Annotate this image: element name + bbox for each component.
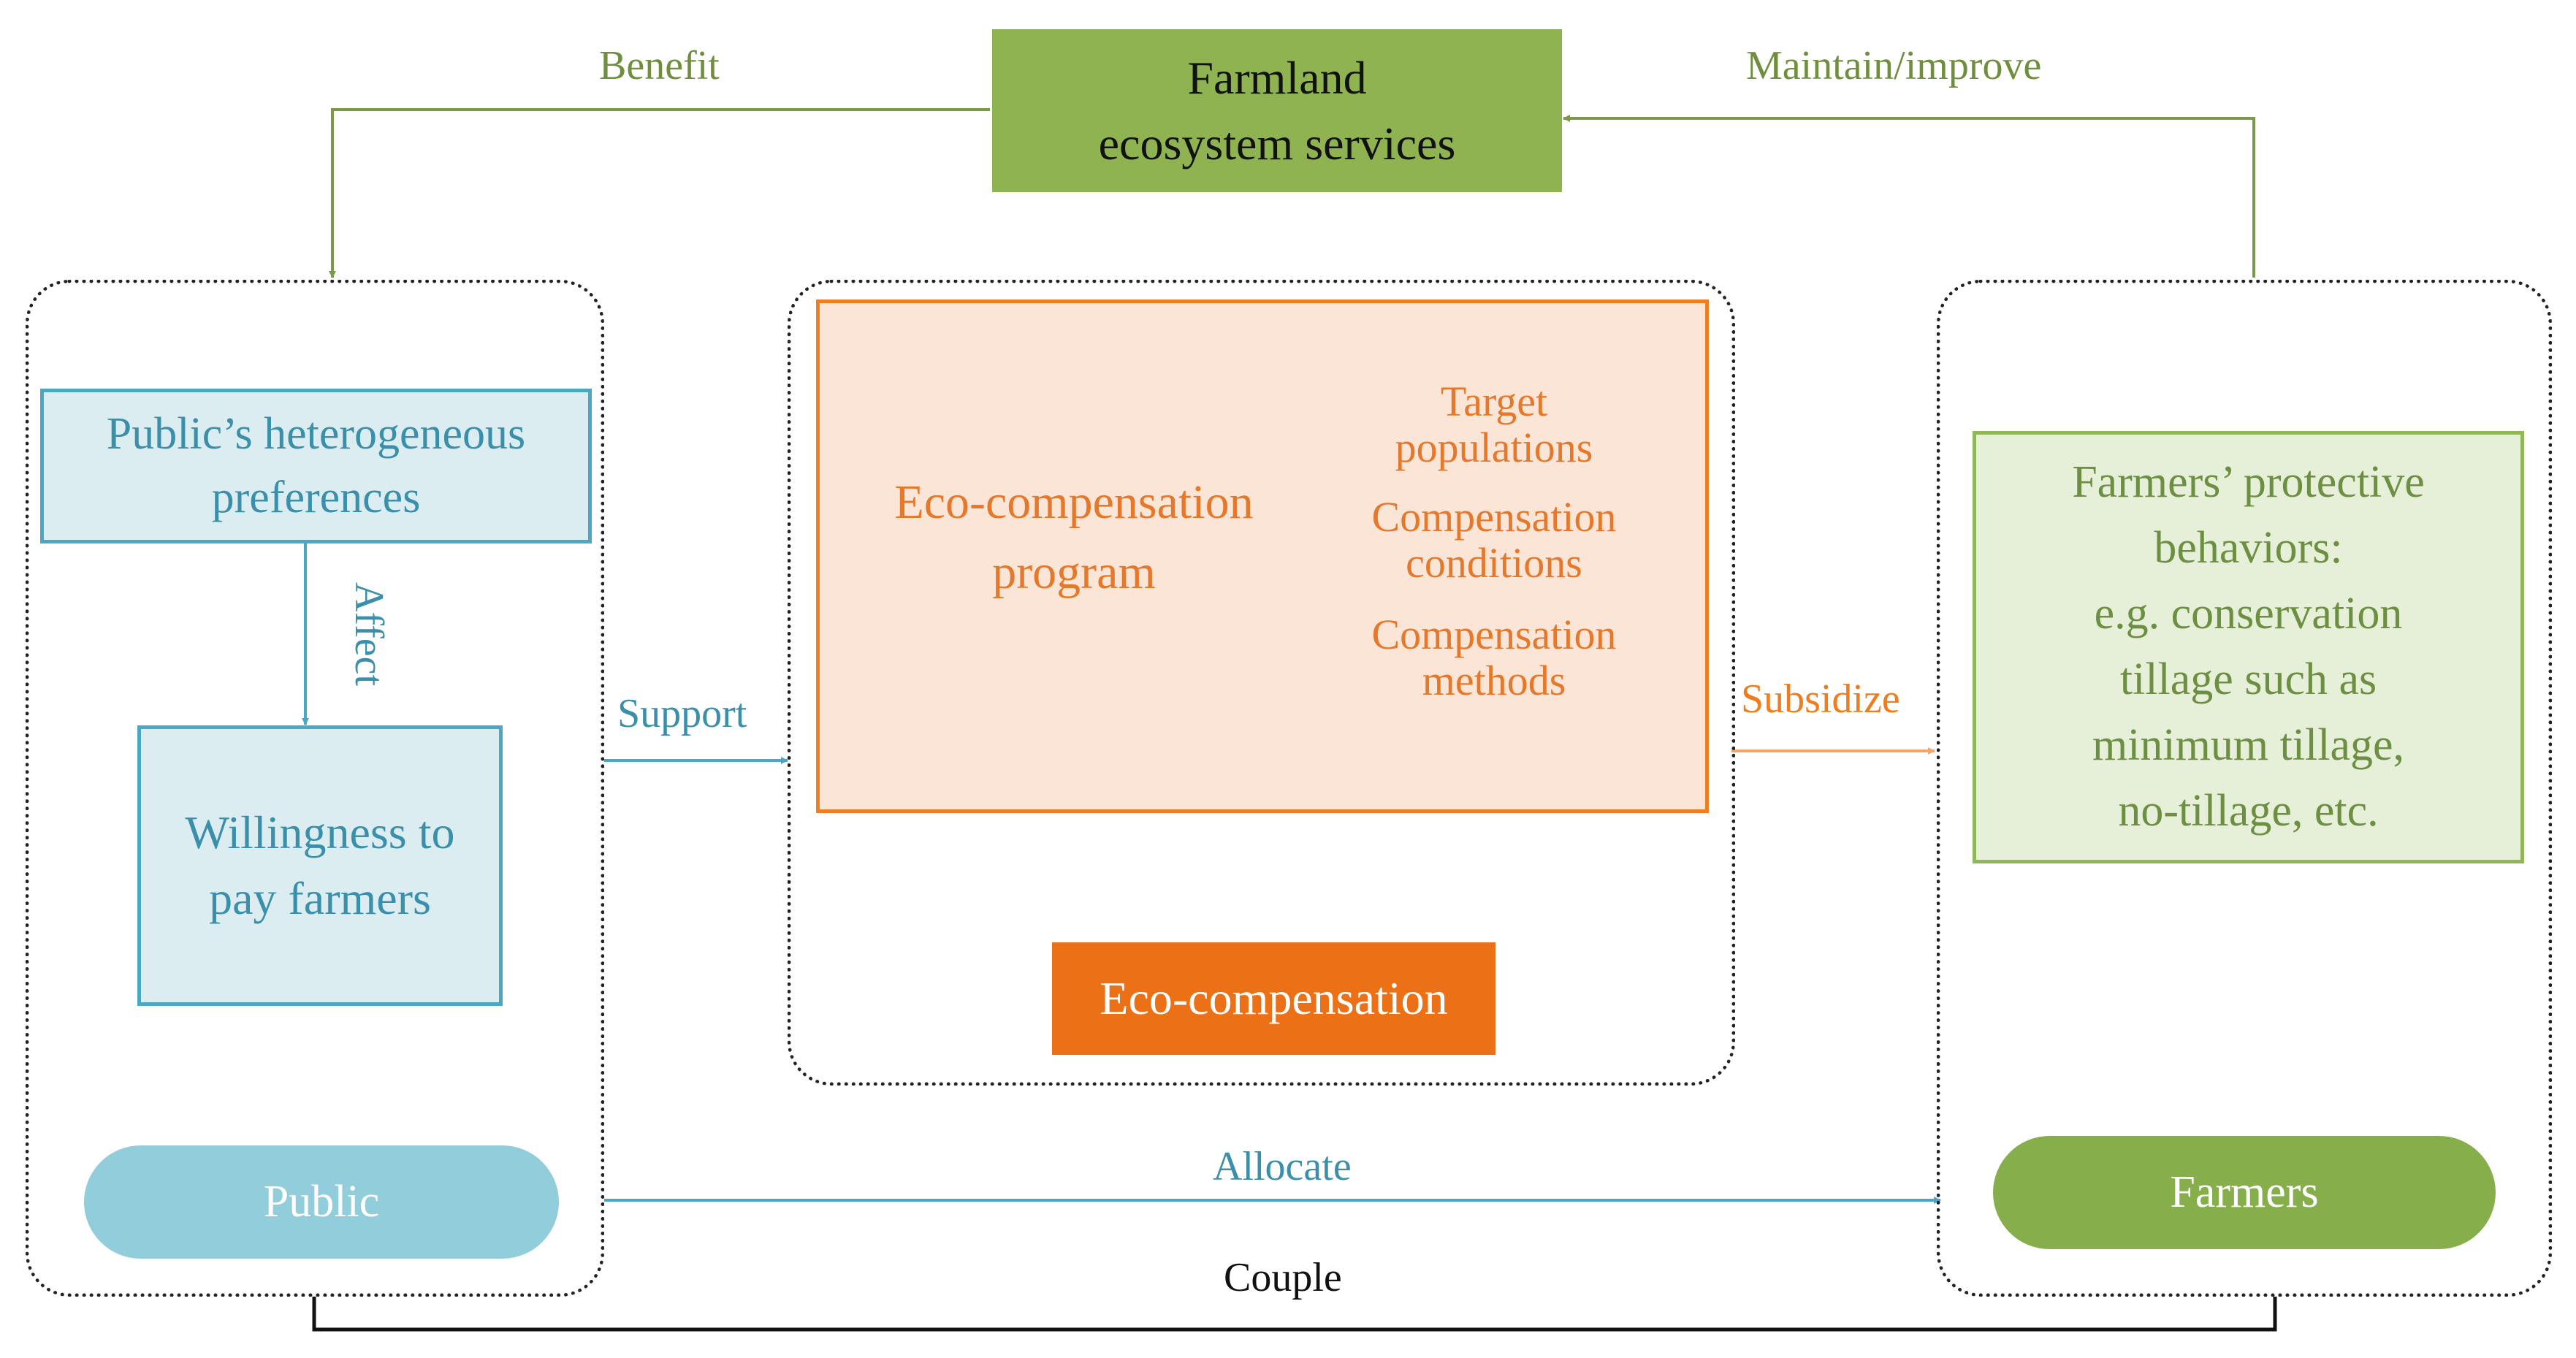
farmers-node: Farmers [1993, 1136, 2496, 1249]
behaviors-line-2: behaviors: [2154, 523, 2343, 573]
eco-compensation-group [788, 280, 1735, 1086]
couple-label: Couple [1224, 1255, 1342, 1300]
behaviors-line-4: tillage such as [2119, 655, 2377, 704]
public-group [26, 280, 604, 1297]
eco-compensation-program-node [816, 300, 1709, 813]
public-node: Public [84, 1145, 559, 1259]
program-item-target-populations: Target populations [1322, 378, 1666, 471]
program-item-compensation-conditions: Compensation conditions [1322, 493, 1666, 587]
allocate-label: Allocate [1213, 1144, 1352, 1189]
benefit-arrow [329, 108, 990, 278]
eco-compensation-label: Eco-compensation [1052, 942, 1495, 1055]
maintain-improve-arrow [1563, 115, 2255, 278]
farmland-ecosystem-services-node: Farmland ecosystem services [992, 29, 1562, 192]
support-label: Support [617, 691, 747, 736]
program-item-1-line-1: Target [1440, 378, 1548, 425]
willingness-to-pay-node: Willingness to pay farmers [137, 725, 503, 1006]
benefit-label: Benefit [599, 43, 720, 88]
farmland-line-2: ecosystem services [1098, 117, 1456, 169]
couple-bracket [312, 1297, 2277, 1332]
program-label-line-1: Eco-compensation [894, 476, 1254, 529]
program-label-line-2: program [992, 545, 1156, 599]
farmers-protective-behaviors-node: Farmers’ protective behaviors: e.g. cons… [1973, 431, 2524, 863]
affect-label: Affect [346, 582, 392, 686]
program-item-2-line-1: Compensation [1371, 493, 1617, 541]
willingness-line-1: Willingness to [185, 806, 455, 859]
program-item-3-line-1: Compensation [1371, 611, 1617, 658]
willingness-line-2: pay farmers [209, 872, 431, 924]
program-item-2-line-2: conditions [1406, 538, 1582, 587]
farmers-group [1937, 280, 2552, 1297]
program-label: Eco-compensation program [844, 468, 1304, 607]
behaviors-line-1: Farmers’ protective [2072, 457, 2425, 508]
public-preferences-line-2: preferences [211, 473, 421, 522]
subsidize-label: Subsidize [1741, 676, 1900, 722]
farmland-line-1: Farmland [1187, 51, 1367, 104]
behaviors-line-3: e.g. conservation [2094, 589, 2403, 639]
program-item-compensation-methods: Compensation methods [1322, 611, 1666, 704]
program-item-1-line-2: populations [1395, 423, 1593, 471]
behaviors-line-6: no-tillage, etc. [2118, 785, 2379, 836]
public-preferences-node: Public’s heterogeneous preferences [40, 389, 592, 543]
program-item-3-line-2: methods [1422, 656, 1566, 704]
public-preferences-line-1: Public’s heterogeneous [106, 409, 526, 459]
maintain-improve-label: Maintain/improve [1746, 43, 2042, 88]
behaviors-line-5: minimum tillage, [2092, 720, 2405, 770]
